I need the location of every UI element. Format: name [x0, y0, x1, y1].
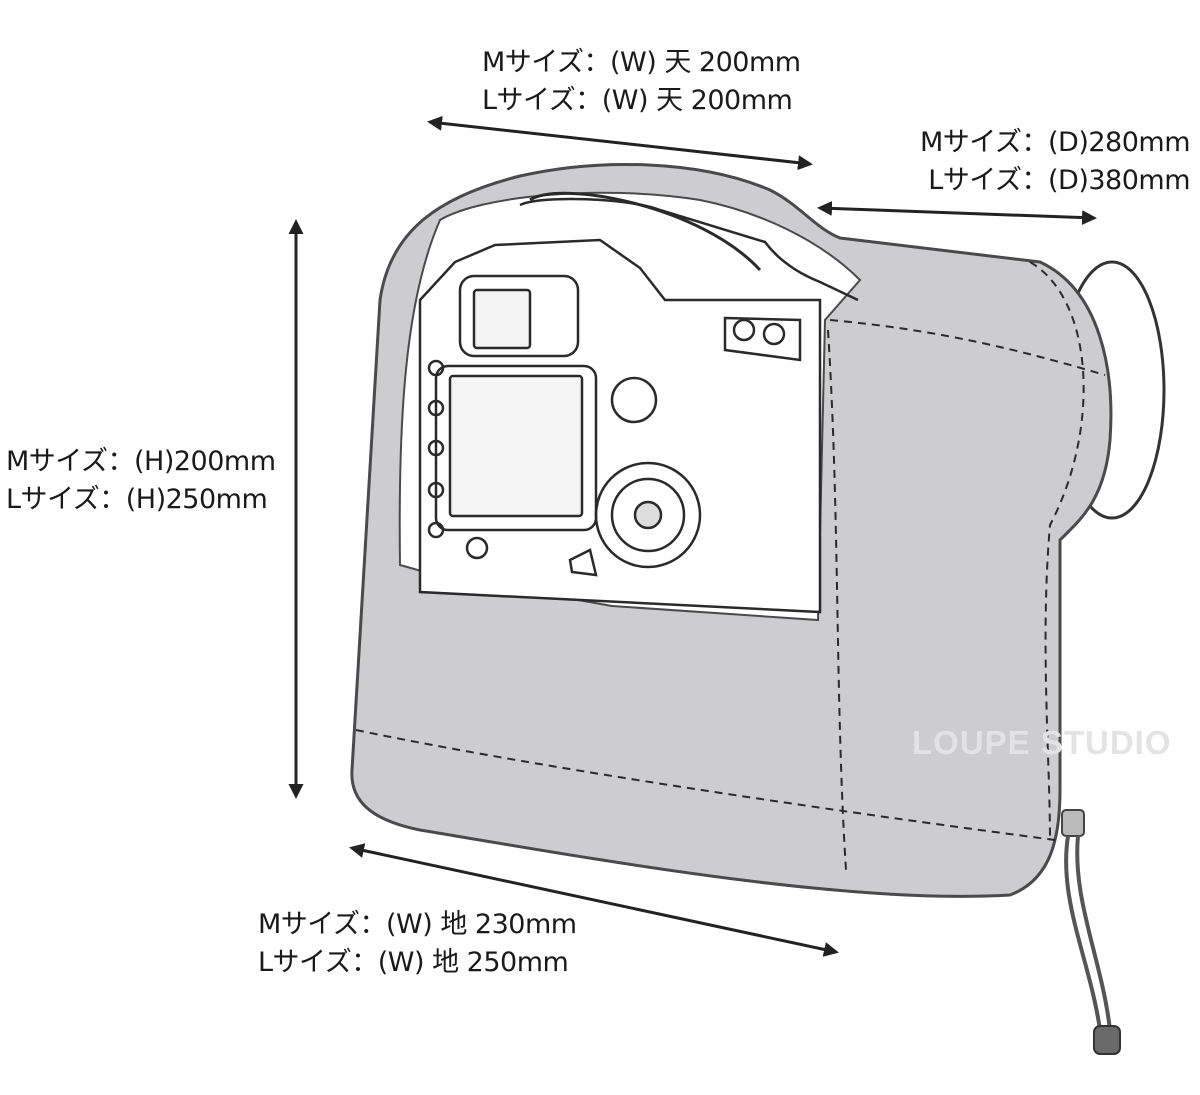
dimension-arrows — [288, 115, 1097, 957]
height-l: Lサイズ：(H)250mm — [6, 484, 268, 515]
height-m: Mサイズ：(H)200mm — [6, 446, 276, 477]
drawstring-cord — [1061, 809, 1121, 1055]
top-width-l: Lサイズ：(W) 天 200mm — [482, 85, 793, 116]
bottom-width-arrow — [349, 843, 839, 957]
depth-arrow — [817, 200, 1097, 226]
depth-l: Lサイズ：(D)380mm — [928, 165, 1190, 196]
watermark-logo: LOUPE STUDIO — [912, 724, 1172, 761]
top-width-m: Mサイズ：(W) 天 200mm — [482, 47, 801, 78]
bottom-width-l: Lサイズ：(W) 地 250mm — [258, 947, 569, 978]
camera-back — [418, 191, 859, 614]
depth-label: Mサイズ：(D)280mm Lサイズ：(D)380mm — [920, 124, 1190, 200]
top-width-label: Mサイズ：(W) 天 200mm Lサイズ：(W) 天 200mm — [482, 44, 801, 120]
bottom-width-m: Mサイズ：(W) 地 230mm — [258, 909, 577, 940]
top-width-arrow — [427, 115, 813, 171]
bottom-width-label: Mサイズ：(W) 地 230mm Lサイズ：(W) 地 250mm — [258, 906, 577, 982]
depth-m: Mサイズ：(D)280mm — [920, 127, 1190, 158]
height-label: Mサイズ：(H)200mm Lサイズ：(H)250mm — [6, 443, 276, 519]
